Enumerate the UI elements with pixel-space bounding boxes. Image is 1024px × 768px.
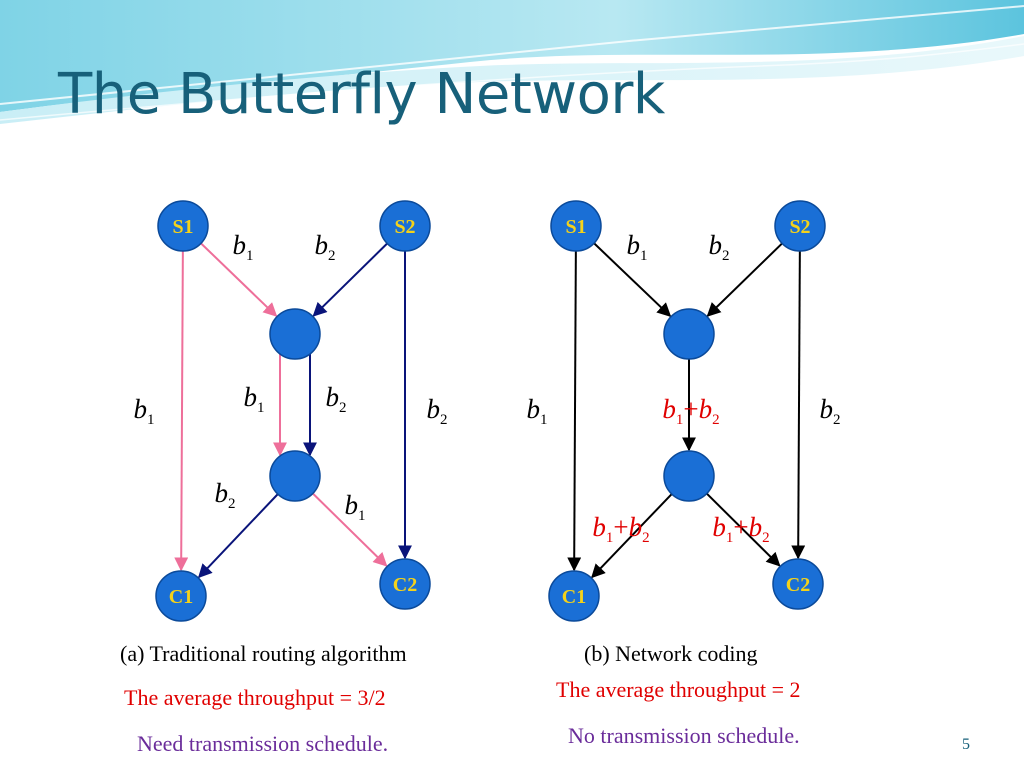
node-label: C2 — [786, 574, 810, 596]
edge-a-s1-c1-2 — [174, 250, 189, 572]
node-a-m2 — [269, 450, 321, 502]
node-label: C1 — [562, 586, 586, 608]
edge-b-s1-c1-2 — [567, 250, 582, 572]
note-a: Need transmission schedule. — [137, 731, 389, 756]
node-label: S2 — [394, 216, 415, 238]
node-b-m2 — [663, 450, 715, 502]
node-b-m1 — [663, 308, 715, 360]
node-label: C1 — [169, 586, 193, 608]
edge-a-s2-m1-1 — [312, 242, 388, 317]
edge-b-m2-c2-6 — [706, 492, 781, 567]
page-number: 5 — [962, 736, 970, 753]
edge-b-m2-c1-5 — [591, 493, 673, 579]
edge-label-a-1: b2 — [315, 230, 336, 264]
edge-a-m2-c2-7 — [312, 492, 388, 567]
edge-label-a-2: b1 — [244, 382, 265, 416]
edge-label-a-6: b2 — [215, 478, 236, 512]
node-b-c1: C1 — [548, 570, 600, 622]
node-label: C2 — [393, 574, 417, 596]
node-a-s2: S2 — [379, 200, 431, 252]
edge-label-b-3: b2 — [820, 394, 841, 428]
edge-label-a-0: b1 — [233, 230, 254, 264]
edge-label-b-5: b1+b2 — [592, 512, 649, 546]
slide-title: The Butterfly Network — [58, 62, 665, 127]
header-wave-decoration — [0, 0, 1024, 124]
node-b-c2: C2 — [772, 558, 824, 610]
note-b: No transmission schedule. — [568, 723, 800, 748]
edge-label-a-5: b2 — [427, 394, 448, 428]
node-a-s1: S1 — [157, 200, 209, 252]
edge-label-a-4: b1 — [134, 394, 155, 428]
throughput-b: The average throughput = 2 — [556, 677, 801, 702]
node-b-s1: S1 — [550, 200, 602, 252]
edge-b-s2-c2-3 — [791, 250, 806, 560]
node-label: S1 — [565, 216, 586, 238]
edge-b-s2-m1-1 — [706, 242, 783, 317]
edge-label-b-4: b1+b2 — [662, 394, 719, 428]
edge-label-b-1: b2 — [709, 230, 730, 264]
node-a-c1: C1 — [155, 570, 207, 622]
node-label: S2 — [789, 216, 810, 238]
edge-label-b-6: b1+b2 — [712, 512, 769, 546]
edge-b-s1-m1-0 — [593, 242, 672, 318]
edge-label-a-3: b2 — [326, 382, 347, 416]
caption-a: (a) Traditional routing algorithm — [120, 641, 407, 666]
edge-label-b-0: b1 — [627, 230, 648, 264]
node-a-m1 — [269, 308, 321, 360]
edge-a-s1-m1-0 — [200, 242, 278, 317]
throughput-a: The average throughput = 3/2 — [124, 685, 386, 710]
node-label: S1 — [172, 216, 193, 238]
caption-b: (b) Network coding — [584, 641, 758, 666]
edge-label-b-2: b1 — [527, 394, 548, 428]
edge-a-m2-c1-6 — [197, 493, 279, 579]
edge-label-a-7: b1 — [345, 490, 366, 524]
node-b-s2: S2 — [774, 200, 826, 252]
node-a-c2: C2 — [379, 558, 431, 610]
